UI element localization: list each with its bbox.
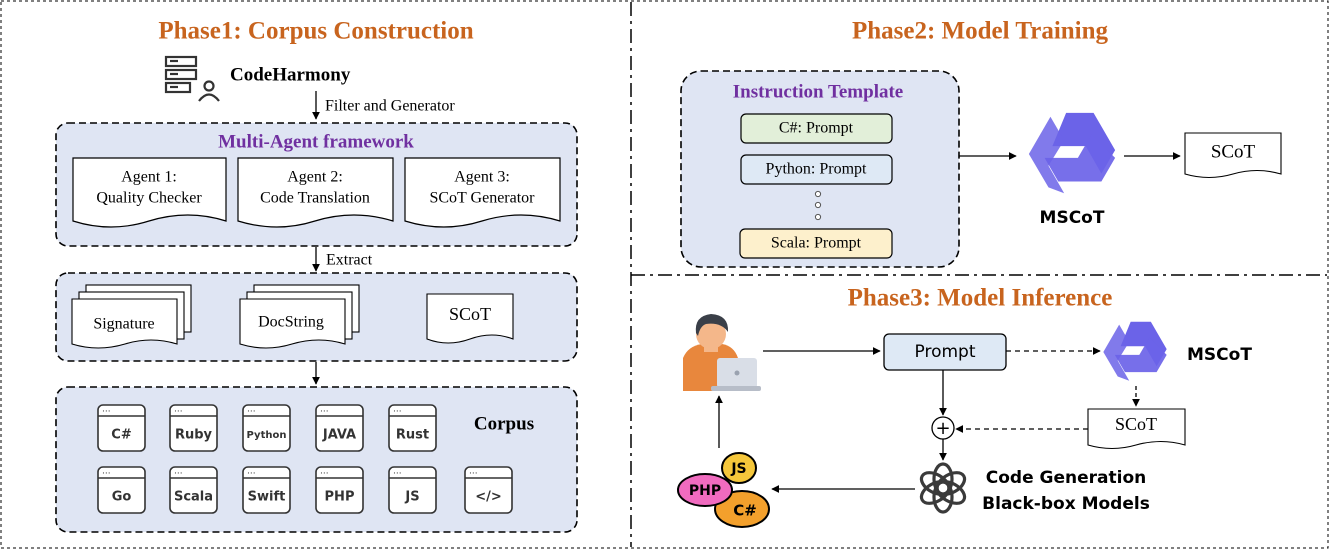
window-dots: ... bbox=[102, 405, 111, 415]
signature-label: Signature bbox=[93, 316, 154, 333]
prompt-card-python bbox=[740, 154, 893, 185]
window-dots: ... bbox=[102, 467, 111, 477]
phase3-title: Phase3: Model Inference bbox=[848, 285, 1113, 312]
agent-2-role: Code Translation bbox=[260, 190, 370, 207]
prompt-card-scala bbox=[739, 228, 893, 259]
language-tile: ... Ruby bbox=[169, 404, 218, 452]
language-label: Swift bbox=[248, 490, 286, 505]
generator-line1: Code Generation bbox=[986, 468, 1146, 488]
window-dots: ... bbox=[469, 467, 478, 477]
openai-logo-icon bbox=[919, 462, 967, 514]
instruction-template-title: Instruction Template bbox=[733, 81, 904, 102]
language-tile: ... C# bbox=[97, 404, 146, 452]
scot-label-phase2: SCoT bbox=[1211, 141, 1256, 162]
agent-2-name: Agent 2: bbox=[287, 169, 343, 186]
scot-label-phase1: SCoT bbox=[449, 304, 491, 324]
prompt-box-label: Prompt bbox=[915, 342, 976, 362]
language-label: PHP bbox=[325, 490, 355, 505]
language-label: C# bbox=[111, 428, 132, 443]
language-tile: ... Rust bbox=[388, 404, 437, 452]
window-dots: ... bbox=[320, 467, 329, 477]
js-badge: JS bbox=[730, 461, 746, 477]
window-dots: ... bbox=[393, 467, 402, 477]
window-dots: ... bbox=[320, 405, 329, 415]
agent-1-role: Quality Checker bbox=[96, 190, 202, 207]
scot-doc-phase3: SCoT bbox=[1087, 408, 1186, 450]
mscot-label-phase2: MSCoT bbox=[1040, 208, 1105, 228]
language-tile: ... Swift bbox=[242, 466, 291, 514]
agent-card-2: Agent 2: Code Translation bbox=[237, 157, 394, 228]
mscot-logo-icon-small bbox=[1103, 321, 1167, 381]
user-laptop-icon bbox=[683, 314, 761, 391]
prompt-scala-label: Scala: Prompt bbox=[771, 235, 862, 252]
language-label: Rust bbox=[396, 428, 429, 443]
scot-doc-phase1: SCoT bbox=[426, 293, 514, 344]
signature-docs: Signature bbox=[71, 284, 192, 349]
language-label: </> bbox=[475, 490, 502, 505]
window-dots: ... bbox=[247, 405, 256, 415]
language-tile: ... Scala bbox=[169, 466, 218, 514]
prompt-card-csharp bbox=[740, 113, 893, 144]
language-tile: ... Go bbox=[97, 466, 146, 514]
csharp-badge: C# bbox=[733, 502, 757, 520]
window-dots: ... bbox=[174, 405, 183, 415]
phase1-title: Phase1: Corpus Construction bbox=[158, 18, 473, 45]
mscot-label-phase3: MSCoT bbox=[1187, 345, 1252, 365]
agent-1-name: Agent 1: bbox=[121, 169, 177, 186]
language-tile: ... JS bbox=[388, 466, 437, 514]
language-tile: ... Python bbox=[242, 404, 291, 452]
language-tile: ... PHP bbox=[315, 466, 364, 514]
language-label: Ruby bbox=[175, 428, 213, 443]
agent-3-role: SCoT Generator bbox=[429, 190, 535, 207]
mscot-logo-icon bbox=[1028, 112, 1116, 194]
prompt-csharp-label: C#: Prompt bbox=[779, 120, 854, 137]
code-badges: JS C# PHP bbox=[677, 452, 770, 528]
scot-label-phase3: SCoT bbox=[1115, 414, 1157, 434]
language-label: Scala bbox=[174, 490, 213, 505]
codeharmony-label: CodeHarmony bbox=[230, 64, 351, 85]
window-dots: ... bbox=[247, 467, 256, 477]
database-user-icon bbox=[164, 55, 220, 102]
phase2-title: Phase2: Model Training bbox=[852, 18, 1109, 45]
language-label: JAVA bbox=[322, 428, 356, 443]
plus-sign: + bbox=[935, 418, 950, 439]
language-label: JS bbox=[404, 490, 419, 505]
agent-card-1: Agent 1: Quality Checker bbox=[72, 157, 227, 228]
language-label: Go bbox=[112, 490, 132, 505]
prompt-box bbox=[883, 333, 1007, 371]
framework-title: Multi-Agent framework bbox=[218, 131, 414, 152]
docstring-docs: DocString bbox=[239, 284, 360, 349]
filter-label: Filter and Generator bbox=[325, 98, 455, 115]
language-icon-grid: ... C#... Ruby... Python... JAVA... Rust... Go… bbox=[97, 404, 513, 514]
extract-label: Extract bbox=[326, 252, 373, 269]
language-tile: ... JAVA bbox=[315, 404, 364, 452]
agent-card-3: Agent 3: SCoT Generator bbox=[404, 157, 561, 228]
ellipsis-dots bbox=[814, 190, 822, 221]
language-tile: ... </> bbox=[464, 466, 513, 514]
php-badge: PHP bbox=[689, 483, 721, 499]
language-label: Python bbox=[247, 430, 287, 441]
prompt-python-label: Python: Prompt bbox=[766, 161, 867, 178]
corpus-title: Corpus bbox=[474, 413, 534, 434]
window-dots: ... bbox=[393, 405, 402, 415]
window-dots: ... bbox=[174, 467, 183, 477]
generator-line2: Black-box Models bbox=[982, 494, 1150, 514]
docstring-label: DocString bbox=[258, 314, 324, 331]
scot-doc-phase2: SCoT bbox=[1184, 132, 1282, 179]
agent-3-name: Agent 3: bbox=[454, 169, 510, 186]
